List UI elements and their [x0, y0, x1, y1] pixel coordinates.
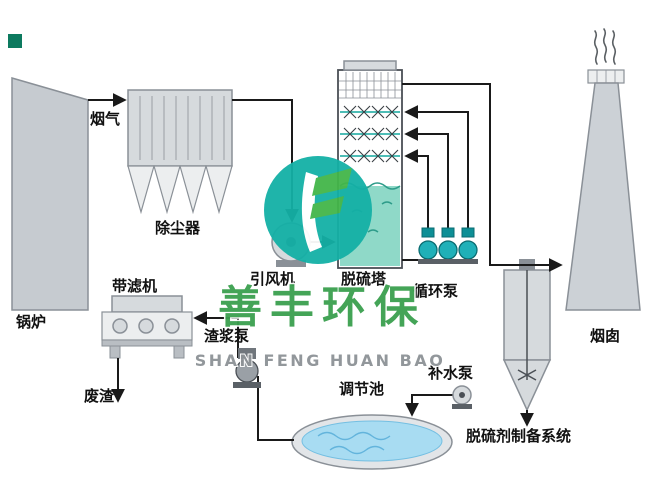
- chimney-cap-grid: [596, 70, 616, 83]
- boiler: [11, 77, 89, 311]
- watermark-logo-leaf-top: [312, 168, 352, 196]
- fan-base: [276, 260, 306, 267]
- watermark-brand-en: SHAN FENG HUAN BAO: [195, 351, 446, 370]
- spray-row-1: [343, 105, 399, 119]
- flue-gas-label: 烟气: [90, 110, 120, 128]
- tower-label: 脱硫塔: [341, 270, 387, 288]
- belt-filter: [101, 295, 193, 359]
- agitator: [517, 270, 537, 381]
- desulfurizer-prep-system: [502, 259, 552, 412]
- circulation-pump-3: [458, 227, 478, 264]
- waste-label: 废渣: [84, 387, 115, 405]
- makeup-pump-hub: [459, 392, 465, 398]
- spray-row-2: [343, 127, 399, 141]
- belt-filter-label: 带滤机: [112, 277, 157, 295]
- dust-collector-body: [127, 89, 233, 167]
- belt-filter-leg: [173, 345, 185, 359]
- tank-label: 调节池: [339, 380, 384, 398]
- labels: 锅炉 烟气 除尘器 引风机 脱硫塔 循环泵 带滤机 渣浆泵 废渣 调节池 补水泵…: [16, 110, 620, 445]
- spray-row-3: [343, 149, 399, 163]
- smoke-wisp: [611, 30, 617, 65]
- hopper-3: [179, 165, 207, 215]
- watermark: 善丰环保 SHAN FENG HUAN BAO: [194, 156, 446, 371]
- hopper-2: [153, 165, 181, 215]
- water-wave: [329, 445, 385, 455]
- chimney-label: 烟囱: [590, 327, 620, 345]
- boiler-label: 锅炉: [16, 313, 46, 331]
- induced-draft-fan-label: 引风机: [250, 270, 295, 288]
- makeup-pump-base: [452, 404, 472, 409]
- smoke-wisp: [602, 28, 608, 63]
- prep-system-label: 脱硫剂制备系统: [466, 427, 571, 445]
- makeup-pump-label: 补水泵: [427, 364, 473, 382]
- dust-collector-label: 除尘器: [155, 219, 201, 237]
- pipe-spray-3: [404, 105, 469, 232]
- green-marker: [8, 34, 22, 48]
- slurry-pump-motor: [238, 348, 256, 359]
- belt-filter-lid: [111, 295, 183, 313]
- spray-levels: [340, 105, 400, 163]
- chimney: [565, 28, 641, 311]
- tower-lid: [343, 60, 397, 71]
- watermark-logo-leaf-bottom: [310, 196, 344, 219]
- circulation-pump-label: 循环泵: [413, 282, 458, 300]
- demister-grid: [339, 72, 401, 99]
- pipe-slurry-pump-to-filter: [193, 311, 239, 358]
- water-wave: [317, 431, 391, 441]
- slurry-pump: [233, 348, 261, 388]
- regulating-tank: [291, 414, 453, 470]
- pipe-tower-to-chimney: [402, 83, 563, 272]
- makeup-water-pump: [452, 385, 472, 409]
- bag-filter-elements: [139, 96, 225, 160]
- watermark-brand-cn: 善丰环保: [218, 282, 426, 333]
- circulation-pump-1: [418, 227, 438, 264]
- belt-filter-leg: [109, 345, 121, 359]
- tank-water: [301, 420, 443, 462]
- pipe-spray-1: [404, 149, 429, 232]
- roller: [112, 318, 128, 334]
- dust-collector: [127, 89, 233, 215]
- roller: [164, 318, 180, 334]
- chimney-body: [565, 82, 641, 311]
- pipe-makeup-to-tank: [405, 394, 453, 417]
- slurry-pump-base: [233, 382, 261, 388]
- pipe-tank-to-slurry-pump: [257, 376, 294, 441]
- slurry-pump-label: 渣浆泵: [204, 327, 249, 345]
- hopper-4: [205, 165, 233, 215]
- boiler-body: [11, 77, 89, 311]
- pipe-spray-2: [404, 127, 449, 232]
- roller: [138, 318, 154, 334]
- circulation-pump-2: [438, 227, 458, 264]
- hopper-1: [127, 165, 155, 215]
- belt-filter-base: [101, 339, 193, 347]
- smoke-wisp: [593, 30, 599, 65]
- circulation-pumps: [418, 227, 478, 264]
